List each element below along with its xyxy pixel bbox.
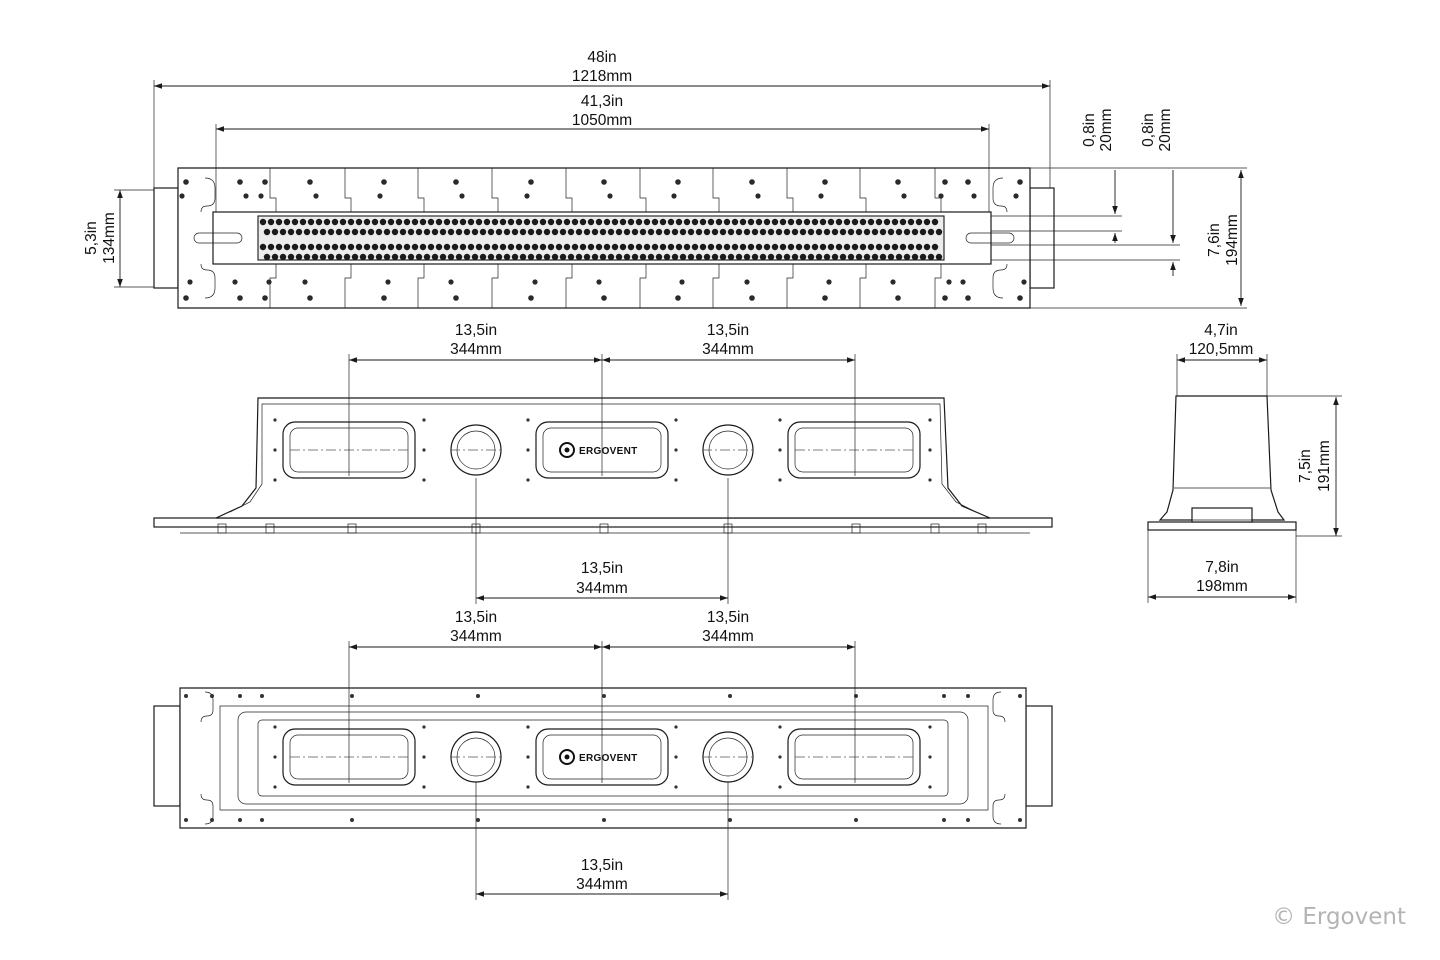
dim-front-right-mm: 344mm [702, 341, 754, 358]
dim-bottom-right-in: 13,5in [707, 609, 749, 626]
dim-top-inner-mm: 1050mm [572, 112, 632, 129]
dim-bottom-left-mm: 344mm [450, 628, 502, 645]
dimension-labels: 48in 1218mm 41,3in 1050mm 5,3in 134mm 0,… [83, 49, 1333, 893]
ergovent-logo-icon [559, 442, 575, 458]
copyright-watermark: © Ergovent [1272, 904, 1406, 930]
dim-offset-b-mm: 20mm [1157, 108, 1174, 151]
dim-bottom-bottom-in: 13,5in [581, 857, 623, 874]
dim-offset-a-in: 0,8in [1081, 113, 1098, 147]
dim-front-right-in: 13,5in [707, 322, 749, 339]
brand-logo-text: ERGOVENT [579, 446, 638, 457]
ergovent-logo-icon [559, 749, 575, 765]
front-view: ERGOVENT [153, 397, 1053, 534]
dim-front-bottom-in: 13,5in [581, 560, 623, 577]
dim-side-width-mm: 120,5mm [1189, 341, 1254, 358]
dim-front-left-mm: 344mm [450, 341, 502, 358]
side-view [1147, 395, 1297, 531]
dim-side-flange-mm: 198mm [1196, 578, 1248, 595]
dim-offset-b-in: 0,8in [1140, 113, 1157, 147]
dim-side-flange-in: 7,8in [1205, 559, 1239, 576]
dim-overall-height-in: 7,6in [1206, 223, 1223, 257]
side-view-dimensions [1147, 354, 1342, 603]
dim-top-total-in: 48in [587, 49, 616, 66]
dim-top-height-mm: 134mm [101, 212, 118, 264]
dim-bottom-bottom-mm: 344mm [576, 876, 628, 893]
dim-top-inner-in: 41,3in [581, 93, 623, 110]
top-view-dimensions [114, 80, 1247, 309]
bottom-view-dimensions [348, 641, 856, 900]
bottom-view: ERGOVENT [153, 687, 1053, 829]
brand-logo-text: ERGOVENT [579, 753, 638, 764]
dim-bottom-left-in: 13,5in [455, 609, 497, 626]
dim-side-height-mm: 191mm [1316, 440, 1333, 492]
dim-top-total-mm: 1218mm [572, 68, 632, 85]
dim-overall-height-mm: 194mm [1224, 214, 1241, 266]
dim-side-width-in: 4,7in [1204, 322, 1238, 339]
dim-front-left-in: 13,5in [455, 322, 497, 339]
dim-top-height-in: 5,3in [83, 221, 100, 255]
dim-front-bottom-mm: 344mm [576, 580, 628, 597]
dim-offset-a-mm: 20mm [1098, 108, 1115, 151]
front-view-dimensions [348, 354, 856, 604]
dim-side-height-in: 7,5in [1297, 449, 1314, 483]
top-view [153, 167, 1055, 309]
dim-bottom-right-mm: 344mm [702, 628, 754, 645]
